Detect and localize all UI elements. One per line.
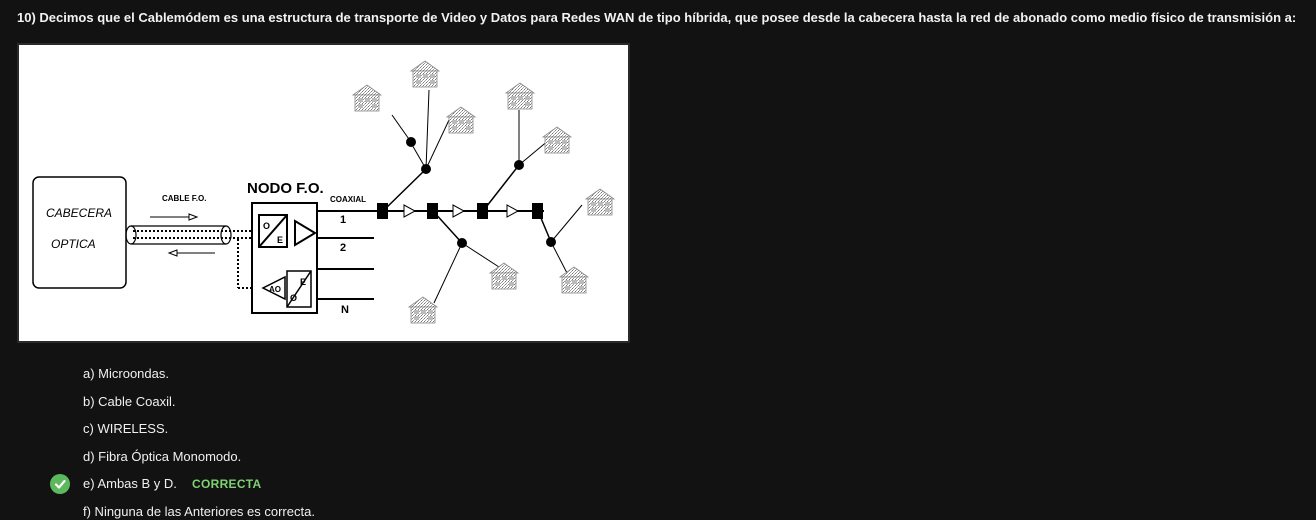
question-text: 10) Decimos que el Cablemódem es una est… (17, 10, 1297, 25)
house-icon (446, 106, 476, 134)
svg-text:1: 1 (340, 214, 346, 226)
house-icon (352, 84, 382, 112)
house-icon (408, 296, 438, 324)
svg-text:E: E (300, 277, 306, 287)
nodo-fo-label: NODO F.O. (247, 180, 324, 197)
svg-text:O: O (290, 293, 297, 303)
house-icon (585, 188, 615, 216)
cable-fo-label: CABLE F.O. (162, 194, 206, 203)
svg-text:O: O (263, 221, 270, 231)
network-diagram: CABECERA OPTICA CABLE F.O. NODO F.O. O E… (32, 60, 615, 324)
option-d[interactable]: d) Fibra Óptica Monomodo. (83, 449, 242, 464)
svg-text:2: 2 (340, 242, 346, 254)
option-c[interactable]: c) WIRELESS. (83, 421, 169, 436)
question-figure: CABECERA OPTICA CABLE F.O. NODO F.O. O E… (17, 43, 630, 343)
house-icon (559, 266, 589, 294)
svg-text:AO: AO (269, 285, 281, 294)
house-icon (489, 262, 519, 290)
cabecera-label: CABECERA (46, 206, 112, 220)
coaxial-label: COAXIAL (330, 195, 366, 204)
option-b[interactable]: b) Cable Coaxil. (83, 394, 176, 409)
cabecera-box (32, 176, 127, 289)
correct-badge: CORRECTA (192, 477, 262, 491)
svg-text:N: N (341, 304, 349, 316)
check-circle-icon (50, 474, 70, 494)
option-f[interactable]: f) Ninguna de las Anteriores es correcta… (83, 504, 315, 519)
house-icon (542, 126, 572, 154)
option-e[interactable]: e) Ambas B y D. (83, 476, 177, 491)
house-icon (505, 82, 535, 110)
option-a[interactable]: a) Microondas. (83, 366, 169, 381)
optica-label: OPTICA (51, 237, 96, 251)
svg-text:E: E (277, 235, 283, 245)
house-icon (410, 60, 440, 88)
